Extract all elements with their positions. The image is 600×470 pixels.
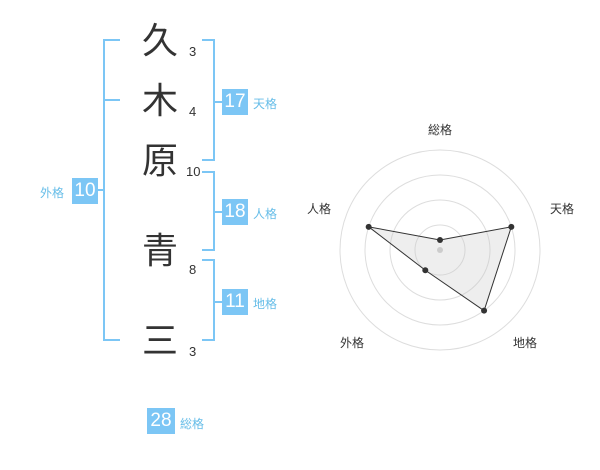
stroke-count-2: 4 <box>189 104 197 119</box>
radar-point-1 <box>508 223 515 230</box>
name-char-2: 木 <box>141 81 178 122</box>
radar-axis-label-soukaku: 総格 <box>428 122 452 137</box>
tenkaku-bracket <box>202 39 215 161</box>
soukaku-label: 総格 <box>180 417 205 431</box>
radar-chart: 総格 天格 地格 外格 人格 <box>307 122 574 351</box>
radar-axis-label-tenkaku: 天格 <box>550 201 574 216</box>
radar-points <box>365 223 515 314</box>
name-char-4: 青 <box>141 231 178 272</box>
gaikaku-label: 外格 <box>40 186 65 200</box>
stroke-count-3: 10 <box>186 164 201 179</box>
stroke-count-4: 8 <box>189 262 197 277</box>
radar-axis-label-jinkaku: 人格 <box>307 201 331 216</box>
chikaku-value: 11 <box>222 289 248 315</box>
stroke-count-1: 3 <box>189 44 197 59</box>
radar-shape <box>368 226 513 312</box>
jinkaku-value: 18 <box>222 199 248 225</box>
radar-grid-ring <box>339 149 541 351</box>
tenkaku-label: 天格 <box>253 97 278 111</box>
jinkaku-bracket <box>202 171 215 251</box>
name-char-5: 三 <box>141 321 178 362</box>
jinkaku-label: 人格 <box>253 207 278 221</box>
gaikaku-bracket <box>103 39 120 341</box>
radar-axis-label-gaikaku: 外格 <box>340 335 364 350</box>
stroke-count-5: 3 <box>189 344 197 359</box>
radar-point-2 <box>481 307 488 314</box>
name-char-3: 原 <box>141 141 178 182</box>
radar-center-dot <box>437 247 443 253</box>
soukaku-value: 28 <box>147 408 175 434</box>
gaikaku-value: 10 <box>72 178 98 204</box>
name-char-1: 久 <box>141 21 178 62</box>
chikaku-bracket <box>202 259 215 341</box>
radar-point-4 <box>365 223 372 230</box>
chikaku-label: 地格 <box>253 297 278 311</box>
radar-point-3 <box>422 267 429 274</box>
radar-grid-ring <box>414 224 466 276</box>
radar-axis-label-chikaku: 地格 <box>513 335 537 350</box>
radar-grid-ring <box>389 199 491 301</box>
radar-point-0 <box>437 237 443 243</box>
tenkaku-value: 17 <box>222 89 248 115</box>
radar-grid <box>339 149 541 351</box>
radar-grid-ring <box>364 174 516 326</box>
